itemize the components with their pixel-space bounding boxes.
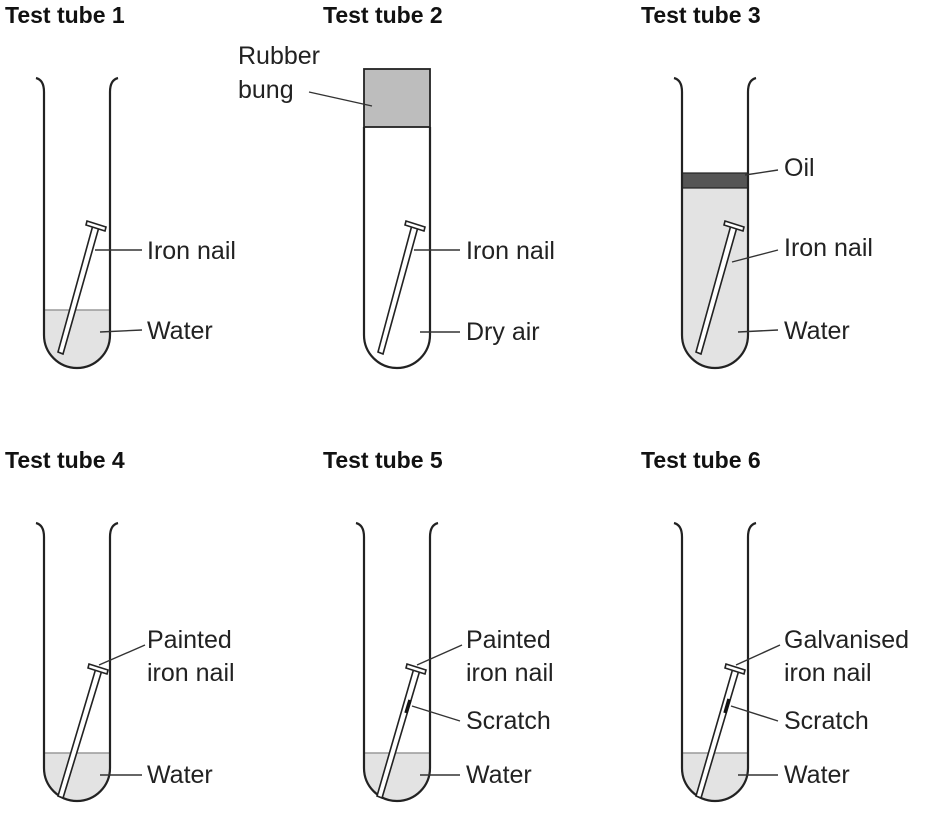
test-tube-6-title: Test tube 6 <box>641 447 761 473</box>
label-rubber: Rubber <box>238 42 320 70</box>
tube-glass <box>673 521 757 803</box>
label-iron-nail: Iron nail <box>147 237 236 265</box>
label-painted: Painted <box>147 626 232 654</box>
label-iron-nail: Iron nail <box>466 237 555 265</box>
label-bung: bung <box>238 76 294 104</box>
painted-iron-nail <box>57 662 109 800</box>
label-iron-nail: iron nail <box>784 659 872 687</box>
rubber-bung <box>363 68 431 128</box>
test-tube-3: Test tube 3 Oil Iron nail Water <box>641 2 873 370</box>
label-water: Water <box>784 317 850 345</box>
scratch-mark <box>723 698 731 714</box>
tube-glass <box>355 521 439 803</box>
iron-nail <box>57 219 107 356</box>
leader-line <box>411 705 461 722</box>
nail-head <box>85 219 107 233</box>
nail-head <box>87 662 109 676</box>
label-scratch: Scratch <box>466 707 551 735</box>
label-water: Water <box>466 761 532 789</box>
scratch-mark <box>404 699 412 714</box>
nail-head <box>724 662 746 676</box>
test-tube-4: Test tube 4 Painted iron nail Water <box>5 447 235 803</box>
test-tube-5-title: Test tube 5 <box>323 447 443 473</box>
tube-glass <box>35 521 119 803</box>
label-water: Water <box>147 761 213 789</box>
test-tube-2-title: Test tube 2 <box>323 2 443 28</box>
label-galvanised: Galvanised <box>784 626 909 654</box>
leader-line <box>730 705 779 722</box>
water-fill <box>44 753 110 801</box>
test-tube-5: Test tube 5 Painted iron nail Scratch Wa… <box>323 447 554 803</box>
tube-glass <box>362 127 432 370</box>
label-scratch: Scratch <box>784 707 869 735</box>
leader-line <box>98 644 146 666</box>
iron-nail <box>695 219 745 356</box>
test-tube-3-title: Test tube 3 <box>641 2 761 28</box>
test-tube-4-title: Test tube 4 <box>5 447 125 473</box>
leader-line <box>744 169 779 176</box>
test-tube-6: Test tube 6 Galvanised iron nail Scratch… <box>641 447 909 803</box>
test-tube-1-title: Test tube 1 <box>5 2 125 28</box>
nail-head <box>405 662 427 676</box>
nail-head <box>723 219 745 233</box>
water-fill <box>682 188 748 368</box>
water-fill <box>682 753 748 801</box>
nail-shaft <box>377 223 419 356</box>
label-iron-nail: iron nail <box>466 659 554 687</box>
test-tube-2: Test tube 2 Rubber bung Iron nail Dry ai… <box>238 2 555 370</box>
label-iron-nail: iron nail <box>147 659 235 687</box>
leader-line <box>99 329 143 333</box>
oil-layer <box>681 172 749 189</box>
iron-nail <box>377 219 426 356</box>
test-tube-1: Test tube 1 Iron nail Water <box>5 2 236 370</box>
label-water: Water <box>784 761 850 789</box>
label-iron-nail: Iron nail <box>784 234 873 262</box>
leader-line <box>308 91 373 107</box>
label-painted: Painted <box>466 626 551 654</box>
tube-glass <box>673 76 757 370</box>
leader-line <box>737 329 779 333</box>
label-oil: Oil <box>784 154 815 182</box>
tube-glass <box>35 76 119 370</box>
label-dry-air: Dry air <box>466 318 540 346</box>
leader-line <box>735 644 781 666</box>
label-water: Water <box>147 317 213 345</box>
leader-line <box>731 249 779 263</box>
nail-head <box>404 219 426 233</box>
water-fill <box>364 753 430 801</box>
leader-line <box>416 644 463 666</box>
